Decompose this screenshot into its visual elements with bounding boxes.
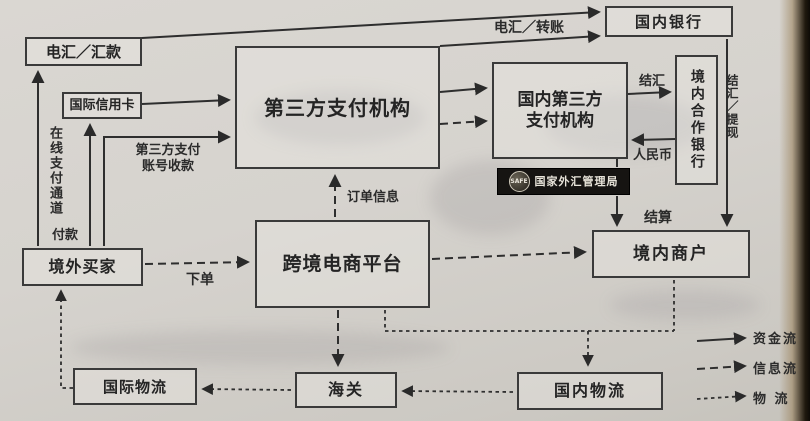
legend-funds-arrow bbox=[696, 332, 747, 346]
label-rmb: 人民币 bbox=[633, 148, 673, 163]
arrow-tpp-to-dtpp-info bbox=[439, 115, 488, 129]
label-fx-settlement: 结汇 bbox=[639, 74, 666, 89]
safe-org-name: 国家外汇管理局 bbox=[534, 174, 619, 188]
arrow-platform-to-merchant bbox=[431, 246, 587, 260]
legend-label-funds-flow: 资金流 bbox=[753, 332, 799, 347]
node-domestic-bank: 国内银行 bbox=[605, 6, 733, 37]
label-wire-transfer: 电汇／转账 bbox=[494, 20, 564, 36]
arrow-buyer-to-platform-order bbox=[144, 255, 250, 269]
arrow-coopbank-to-dtpp-rmb bbox=[631, 133, 676, 147]
label-pay: 付款 bbox=[52, 228, 79, 243]
node-crossborder-ecommerce-platform: 跨境电商平台 bbox=[255, 220, 430, 308]
node-international-logistics: 国际物流 bbox=[73, 368, 197, 405]
safe-emblem-icon: SAFE bbox=[508, 171, 530, 192]
node-domestic-logistics: 国内物流 bbox=[517, 372, 663, 410]
node-domestic-partner-bank: 境内合作银行 bbox=[675, 55, 718, 185]
legend-label-logistics-flow: 物 流 bbox=[753, 392, 790, 407]
arrow-card-to-tpp bbox=[141, 94, 231, 108]
label-place-order: 下单 bbox=[186, 272, 214, 288]
page-bleed-artifact bbox=[70, 330, 450, 365]
arrow-dtpp-to-coopbank bbox=[627, 86, 672, 100]
node-customs: 海关 bbox=[295, 372, 397, 408]
arrow-tpp-to-bank bbox=[439, 30, 601, 47]
legend-info-arrow bbox=[696, 360, 747, 374]
arrow-customs-to-intllog bbox=[201, 383, 292, 395]
node-domestic-third-party-payment: 国内第三方 支付机构 bbox=[492, 62, 628, 159]
legend-label-info-flow: 信息流 bbox=[753, 362, 799, 377]
label-online-payment-channel: 在线支付通道 bbox=[47, 126, 62, 216]
arrow-domlog-to-customs bbox=[401, 385, 514, 397]
node-label-vertical: 境内合作银行 bbox=[688, 69, 705, 171]
label-line2: 账号收款 bbox=[141, 159, 194, 175]
node-wire-remittance: 电汇／汇款 bbox=[25, 37, 142, 66]
legend-logistics-arrow bbox=[696, 390, 747, 403]
node-label-line1: 国内第三方 bbox=[517, 90, 603, 111]
node-third-party-payment: 第三方支付机构 bbox=[235, 46, 440, 169]
label-fx-settlement-withdrawal: 结汇／提现 bbox=[725, 74, 739, 139]
label-order-info: 订单信息 bbox=[347, 190, 400, 205]
arrow-intllog-to-buyer bbox=[55, 289, 73, 389]
node-overseas-buyer: 境外买家 bbox=[22, 248, 143, 286]
page-bleed-artifact bbox=[610, 290, 760, 320]
label-line1: 第三方支付 bbox=[135, 143, 201, 158]
label-tpp-account-collection: 第三方支付 账号收款 bbox=[124, 143, 212, 176]
line-platform-logistics bbox=[384, 310, 674, 332]
node-intl-credit-card: 国际信用卡 bbox=[62, 92, 142, 119]
label-settlement: 结算 bbox=[644, 210, 672, 226]
node-label-line2: 支付机构 bbox=[526, 110, 594, 131]
arrow-tpp-to-dtpp-funds bbox=[439, 82, 488, 96]
safe-regulator-badge: SAFE 国家外汇管理局 bbox=[497, 168, 630, 195]
node-domestic-merchant: 境内商户 bbox=[592, 230, 750, 278]
